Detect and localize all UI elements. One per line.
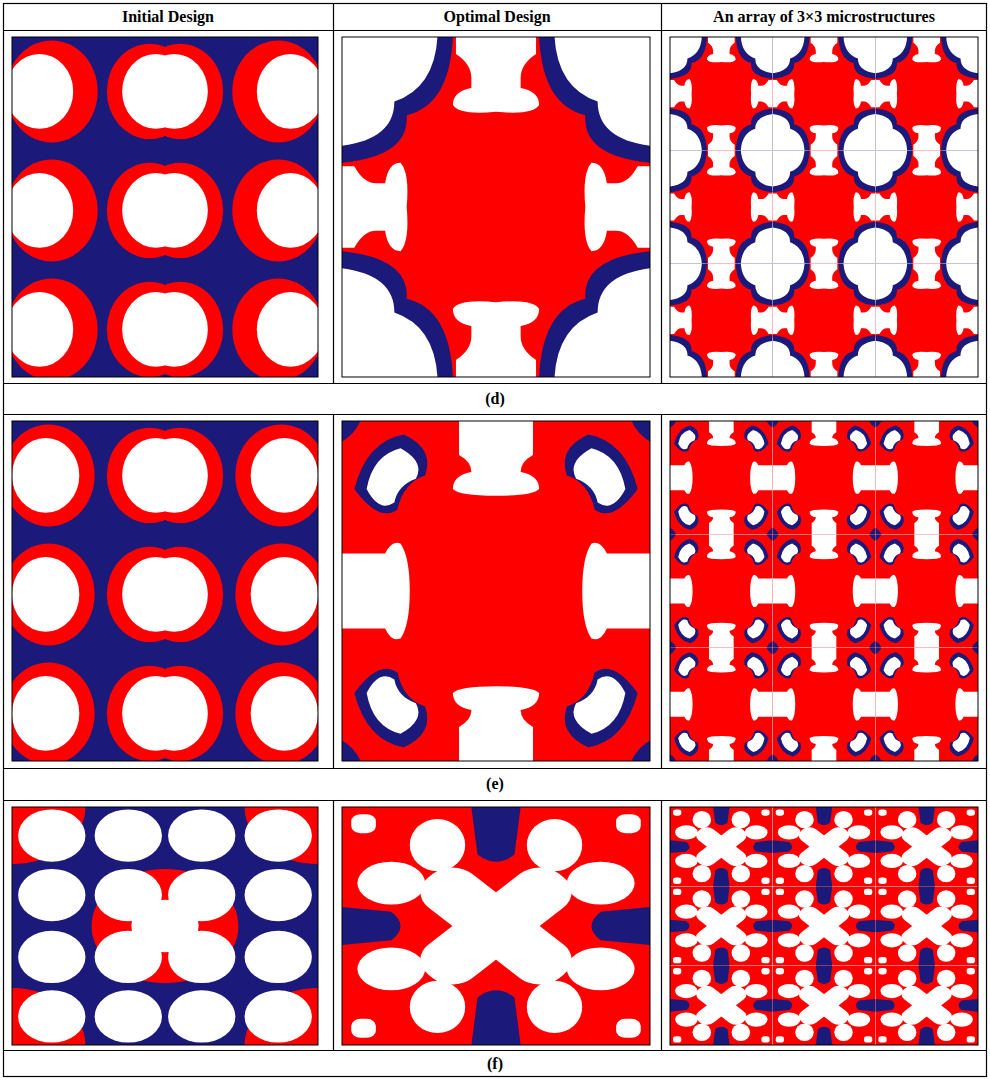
- row-label: (d): [485, 390, 505, 408]
- row-label: (f): [487, 1055, 503, 1073]
- column-header: Initial Design: [122, 8, 214, 26]
- column-header: Optimal Design: [443, 8, 550, 26]
- microstructure-images-d: [6, 37, 978, 380]
- image-frames: [12, 37, 978, 1045]
- row-label: (e): [486, 775, 504, 793]
- microstructure-images-f: [0, 750, 978, 1080]
- microstructure-images-e: [3, 421, 978, 764]
- column-header: An array of 3×3 microstructures: [713, 8, 935, 26]
